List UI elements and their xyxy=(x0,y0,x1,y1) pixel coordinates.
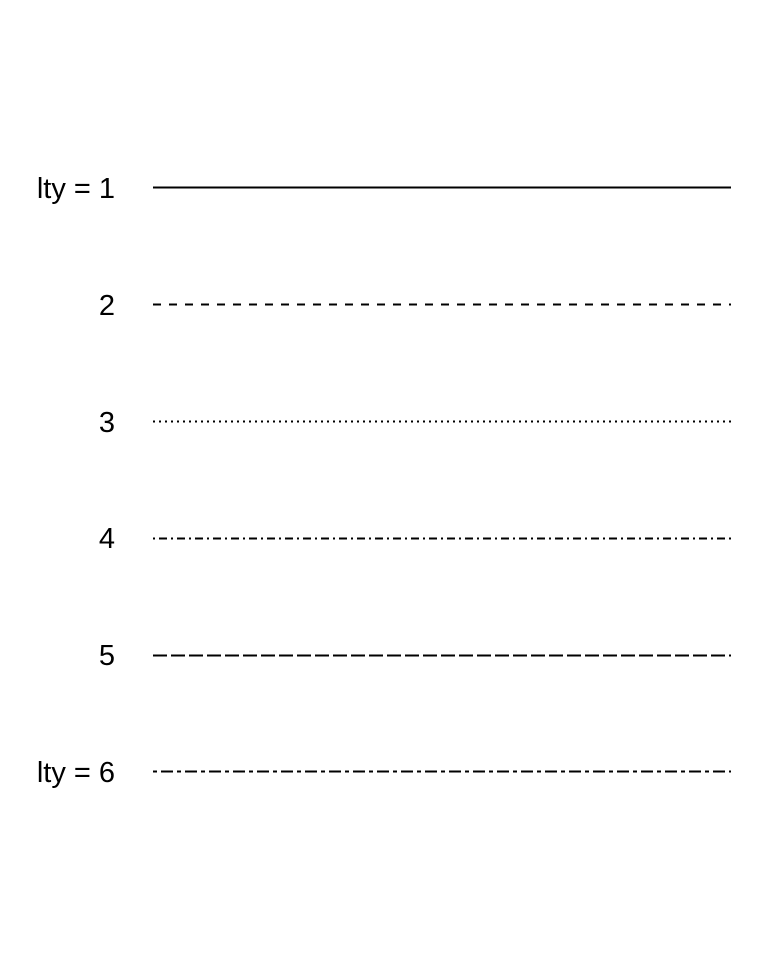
row-lty-5: 5 xyxy=(99,640,731,672)
lty-label-4: 4 xyxy=(99,523,115,555)
row-lty-6: lty = 6 xyxy=(37,757,731,789)
row-lty-1: lty = 1 xyxy=(37,173,731,205)
row-lty-3: 3 xyxy=(99,407,731,439)
lty-label-3: 3 xyxy=(99,407,115,439)
lty-label-5: 5 xyxy=(99,640,115,672)
lty-label-2: 2 xyxy=(99,290,115,322)
lty-label-6: lty = 6 xyxy=(37,757,115,789)
row-lty-4: 4 xyxy=(99,523,731,555)
lty-label-1: lty = 1 xyxy=(37,173,115,205)
row-lty-2: 2 xyxy=(99,290,731,322)
